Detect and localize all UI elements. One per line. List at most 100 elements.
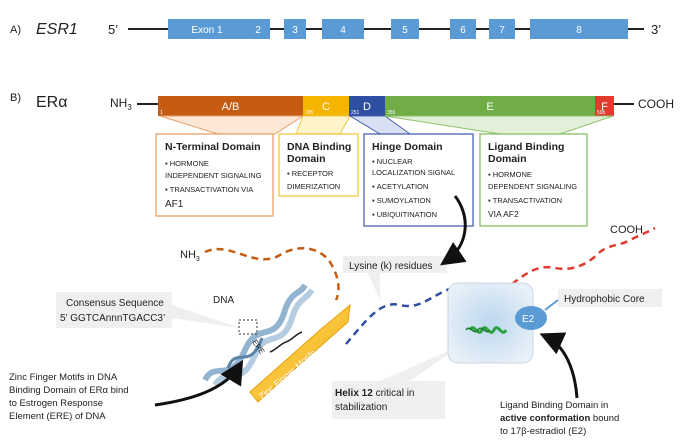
panel-a-label: A)	[10, 24, 21, 36]
hinge-title: Hinge Domain	[372, 141, 443, 153]
hydrophobic-connector	[544, 299, 559, 311]
exon-label-2: 2	[255, 25, 261, 36]
exon-8	[530, 19, 628, 39]
nterm-item-1b: INDEPENDENT SIGNALING	[165, 171, 262, 180]
zinc-note-3: to Estrogen Response	[9, 398, 103, 409]
hinge-item-3: ▪ SUMOYLATION	[372, 196, 431, 205]
lbd-item-1: ▪ HORMONE	[488, 170, 532, 179]
exon-6	[450, 19, 476, 39]
dbd-box	[278, 133, 359, 197]
lbd-title-1: Ligand Binding	[488, 141, 564, 153]
lysine-label: Lysine (k) residues	[349, 261, 433, 272]
exon-3	[284, 19, 306, 39]
lbd-note-2: active conformation bound	[500, 413, 619, 424]
lbd-note-3: to 17β-estradiol (E2)	[500, 426, 586, 437]
dbd-item-1: ▪ RECEPTOR	[287, 169, 334, 178]
domain-label-2: C	[322, 101, 330, 113]
domain-label-4: E	[486, 101, 493, 113]
ere-box	[238, 319, 258, 335]
exon-label-4: 4	[340, 25, 346, 36]
hinge-item-4: ▪ UBIQUITINATION	[372, 210, 437, 219]
bottom-nh3-label: NH3	[180, 249, 200, 263]
gene-name: ESR1	[36, 21, 78, 38]
e2-label: E2	[522, 314, 535, 325]
hinge-item-1b: LOCALIZATION SIGNAL	[372, 168, 455, 177]
five-prime-label: 5’	[108, 22, 118, 37]
domain-f	[595, 96, 614, 116]
exon-label-8: 8	[576, 25, 582, 36]
zinc-arrow	[154, 359, 244, 407]
lbd-box	[479, 133, 588, 227]
helix-line-2: stabilization	[335, 402, 387, 413]
zinc-finger-strand	[269, 331, 303, 353]
exon-2	[246, 19, 270, 39]
domain-start-2: 185	[305, 110, 314, 116]
helix-line-1: Helix 12 critical in	[335, 388, 415, 399]
exon-label-6: 6	[460, 25, 466, 36]
domain-ab	[158, 96, 303, 116]
exon-label-5: 5	[402, 25, 408, 36]
lbd-note-1: Ligand Binding Domain in	[500, 400, 608, 411]
e2-ligand	[515, 306, 547, 330]
lbd-callout	[384, 115, 614, 135]
lysine-box	[343, 256, 447, 273]
consensus-line-2: 5’ GGTCAnnnTGACC3’	[60, 313, 165, 324]
helix-pointer	[380, 346, 460, 381]
helix-box	[332, 381, 445, 419]
cterm-chain	[511, 226, 656, 285]
bottom-cooh-label: COOH	[610, 224, 643, 236]
nterm-chain	[204, 247, 340, 301]
exon-track: Exon 1 2 3 4 5 6 7 8	[168, 19, 628, 39]
lbd-title-2: Domain	[488, 153, 527, 165]
nterm-item-1: ▪ HORMONE	[165, 159, 209, 168]
protein-name: ERα	[36, 94, 67, 111]
domain-start-5: 595	[597, 110, 606, 116]
dbd-title-2: Domain	[287, 153, 326, 165]
exon-7	[489, 19, 515, 39]
hinge-item-1: ▪ NUCLEAR	[372, 157, 413, 166]
zinc-note-2: Binding Domain of ERα bind	[9, 385, 129, 396]
exon-5	[391, 19, 419, 39]
exon-4	[322, 19, 364, 39]
zinc-note-1: Zinc Finger Motifs in DNA	[9, 372, 118, 383]
dna-label: DNA	[213, 295, 234, 306]
nterm-callout	[159, 115, 305, 135]
hinge-box	[363, 133, 474, 227]
dbd-item-1b: DIMERIZATION	[287, 182, 340, 191]
helix-12-strand	[465, 327, 491, 333]
domain-c	[303, 96, 349, 116]
exon-label-1: Exon 1	[191, 25, 223, 36]
domain-start-4: 355	[387, 110, 396, 116]
cooh-label: COOH	[638, 97, 674, 111]
nh3-label: NH3	[110, 96, 132, 112]
consensus-box	[56, 292, 172, 328]
lbd-item-1b: DEPENDENT SIGNALING	[488, 182, 577, 191]
nterm-item-2b: AF1	[165, 199, 184, 210]
zinc-label: Zinc Finger Motifs	[257, 348, 319, 402]
exon-label-3: 3	[292, 25, 298, 36]
domain-d	[349, 96, 385, 116]
lbd-item-2: ▪ TRANSACTIVATION	[488, 196, 562, 205]
zinc-note-4: Element (ERE) of DNA	[9, 411, 106, 422]
panel-b-label: B)	[10, 92, 21, 104]
hydrophobic-box	[558, 289, 662, 307]
lysine-pointer	[368, 273, 380, 300]
lbd-item-2b: VIA AF2	[488, 209, 519, 219]
hydrophobic-label: Hydrophobic Core	[564, 294, 645, 305]
lbd-arrow	[539, 332, 579, 399]
nterm-item-2: ▪ TRANSACTIVATION VIA	[165, 185, 253, 194]
zinc-finger-slab	[249, 303, 351, 403]
domain-label-1: A/B	[222, 101, 240, 113]
dbd-title-1: DNA Binding	[287, 141, 351, 153]
hinge-chain	[345, 286, 453, 345]
hinge-item-2: ▪ ACETYLATION	[372, 182, 428, 191]
nterm-box	[155, 133, 274, 217]
consensus-line-1: Consensus Sequence	[66, 298, 164, 309]
exon-label-7: 7	[499, 25, 505, 36]
domain-label-5: F	[601, 101, 608, 113]
nterm-title: N-Terminal Domain	[165, 141, 260, 153]
domain-start-3: 251	[351, 110, 360, 116]
hinge-arrow	[440, 195, 467, 266]
